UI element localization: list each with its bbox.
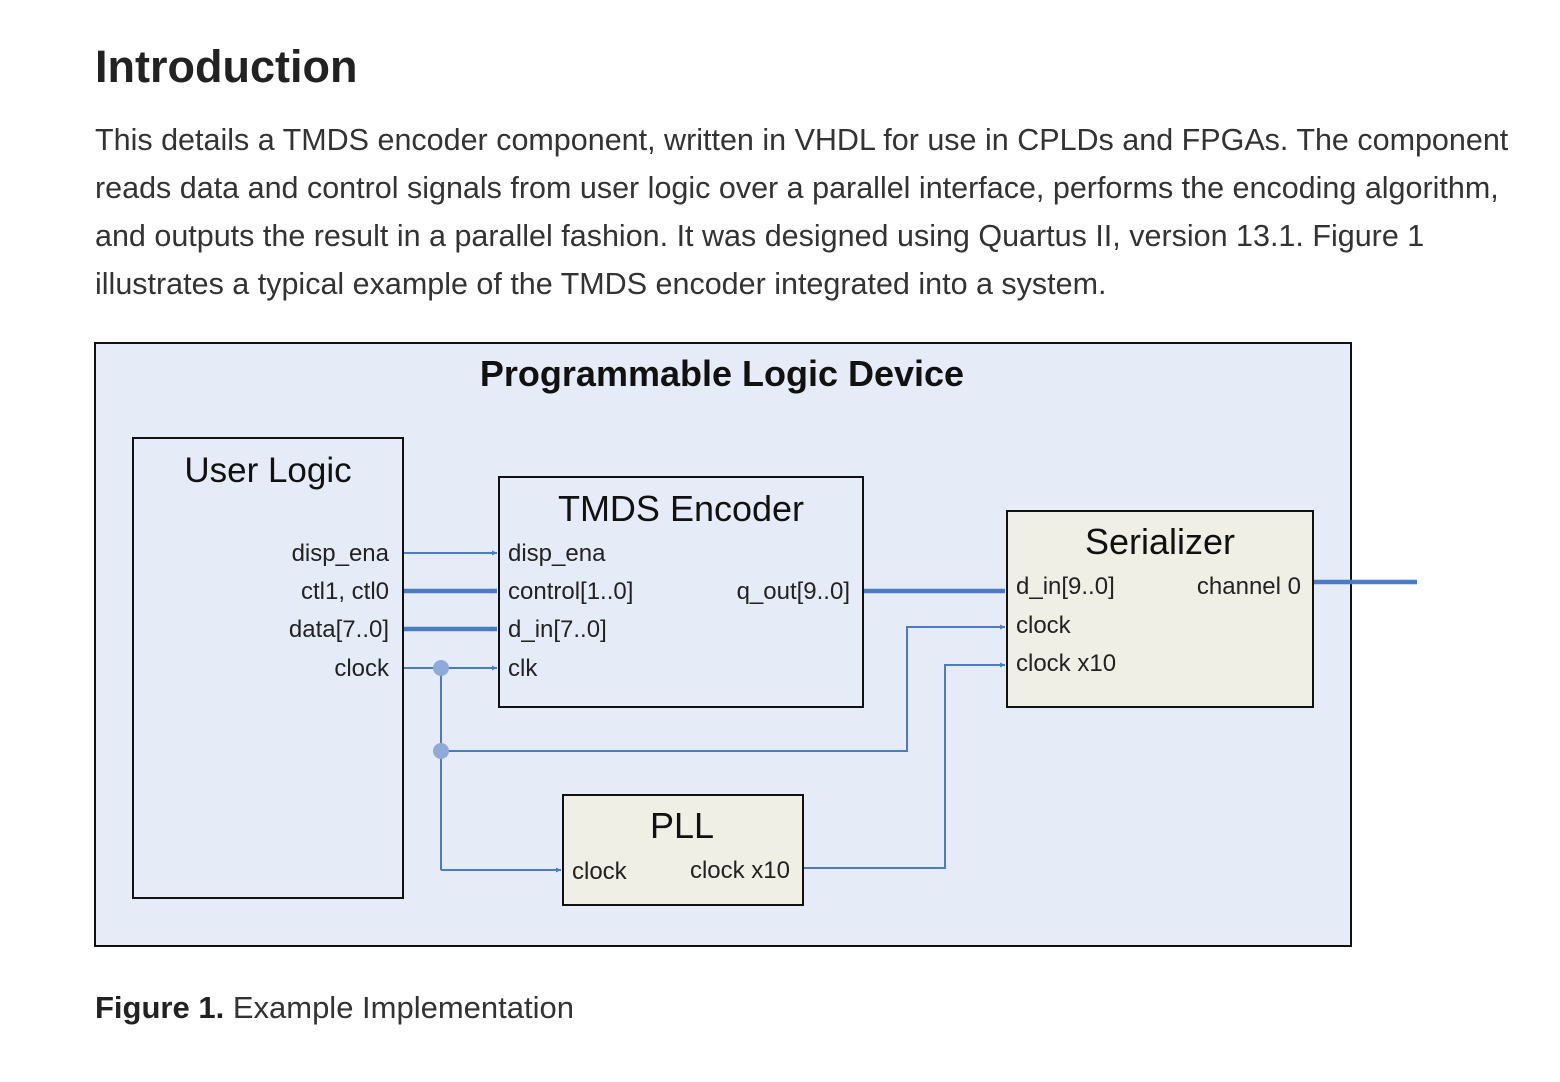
encoder-input-d-in: d_in[7..0]	[508, 616, 607, 643]
encoder-input-control: control[1..0]	[508, 578, 633, 605]
user-logic-port-disp-ena: disp_ena	[292, 540, 390, 567]
user-logic-port-ctl: ctl1, ctl0	[301, 578, 389, 605]
serializer-title: Serializer	[1085, 521, 1235, 562]
encoder-input-disp-ena: disp_ena	[508, 540, 606, 567]
pll-block	[562, 794, 804, 906]
wire-clock-to-serializer	[441, 624, 1005, 752]
serializer-input-clock: clock	[1016, 612, 1072, 639]
pll-input-clock: clock	[572, 858, 628, 885]
tmds-encoder-block	[498, 476, 864, 708]
section-heading: Introduction	[95, 41, 358, 92]
serializer-input-d-in: d_in[9..0]	[1016, 573, 1115, 600]
device-title: Programmable Logic Device	[480, 353, 964, 394]
figure-caption-label: Figure 1.	[95, 990, 225, 1025]
figure-caption-text: Example Implementation	[232, 990, 574, 1025]
encoder-input-clk: clk	[508, 655, 538, 682]
junction-dot-clock-branch	[433, 743, 449, 759]
user-logic-port-clock: clock	[334, 655, 390, 682]
serializer-input-clock-x10: clock x10	[1016, 650, 1116, 677]
user-logic-block	[132, 437, 404, 899]
serializer-block	[1006, 510, 1314, 708]
pll-title: PLL	[650, 805, 714, 846]
pll-output-clock-x10: clock x10	[690, 857, 790, 884]
junction-dot-clock	[433, 660, 449, 676]
intro-paragraph: This details a TMDS encoder component, w…	[95, 123, 1509, 301]
user-logic-port-data: data[7..0]	[289, 616, 389, 643]
figure-caption: Figure 1. Example Implementation	[95, 988, 574, 1028]
serializer-output-channel-0: channel 0	[1197, 573, 1301, 600]
tmds-encoder-title: TMDS Encoder	[558, 488, 804, 529]
encoder-output-q-out: q_out[9..0]	[737, 578, 850, 605]
wire-clock-x10-to-serializer	[804, 662, 1005, 869]
user-logic-title: User Logic	[184, 451, 351, 490]
